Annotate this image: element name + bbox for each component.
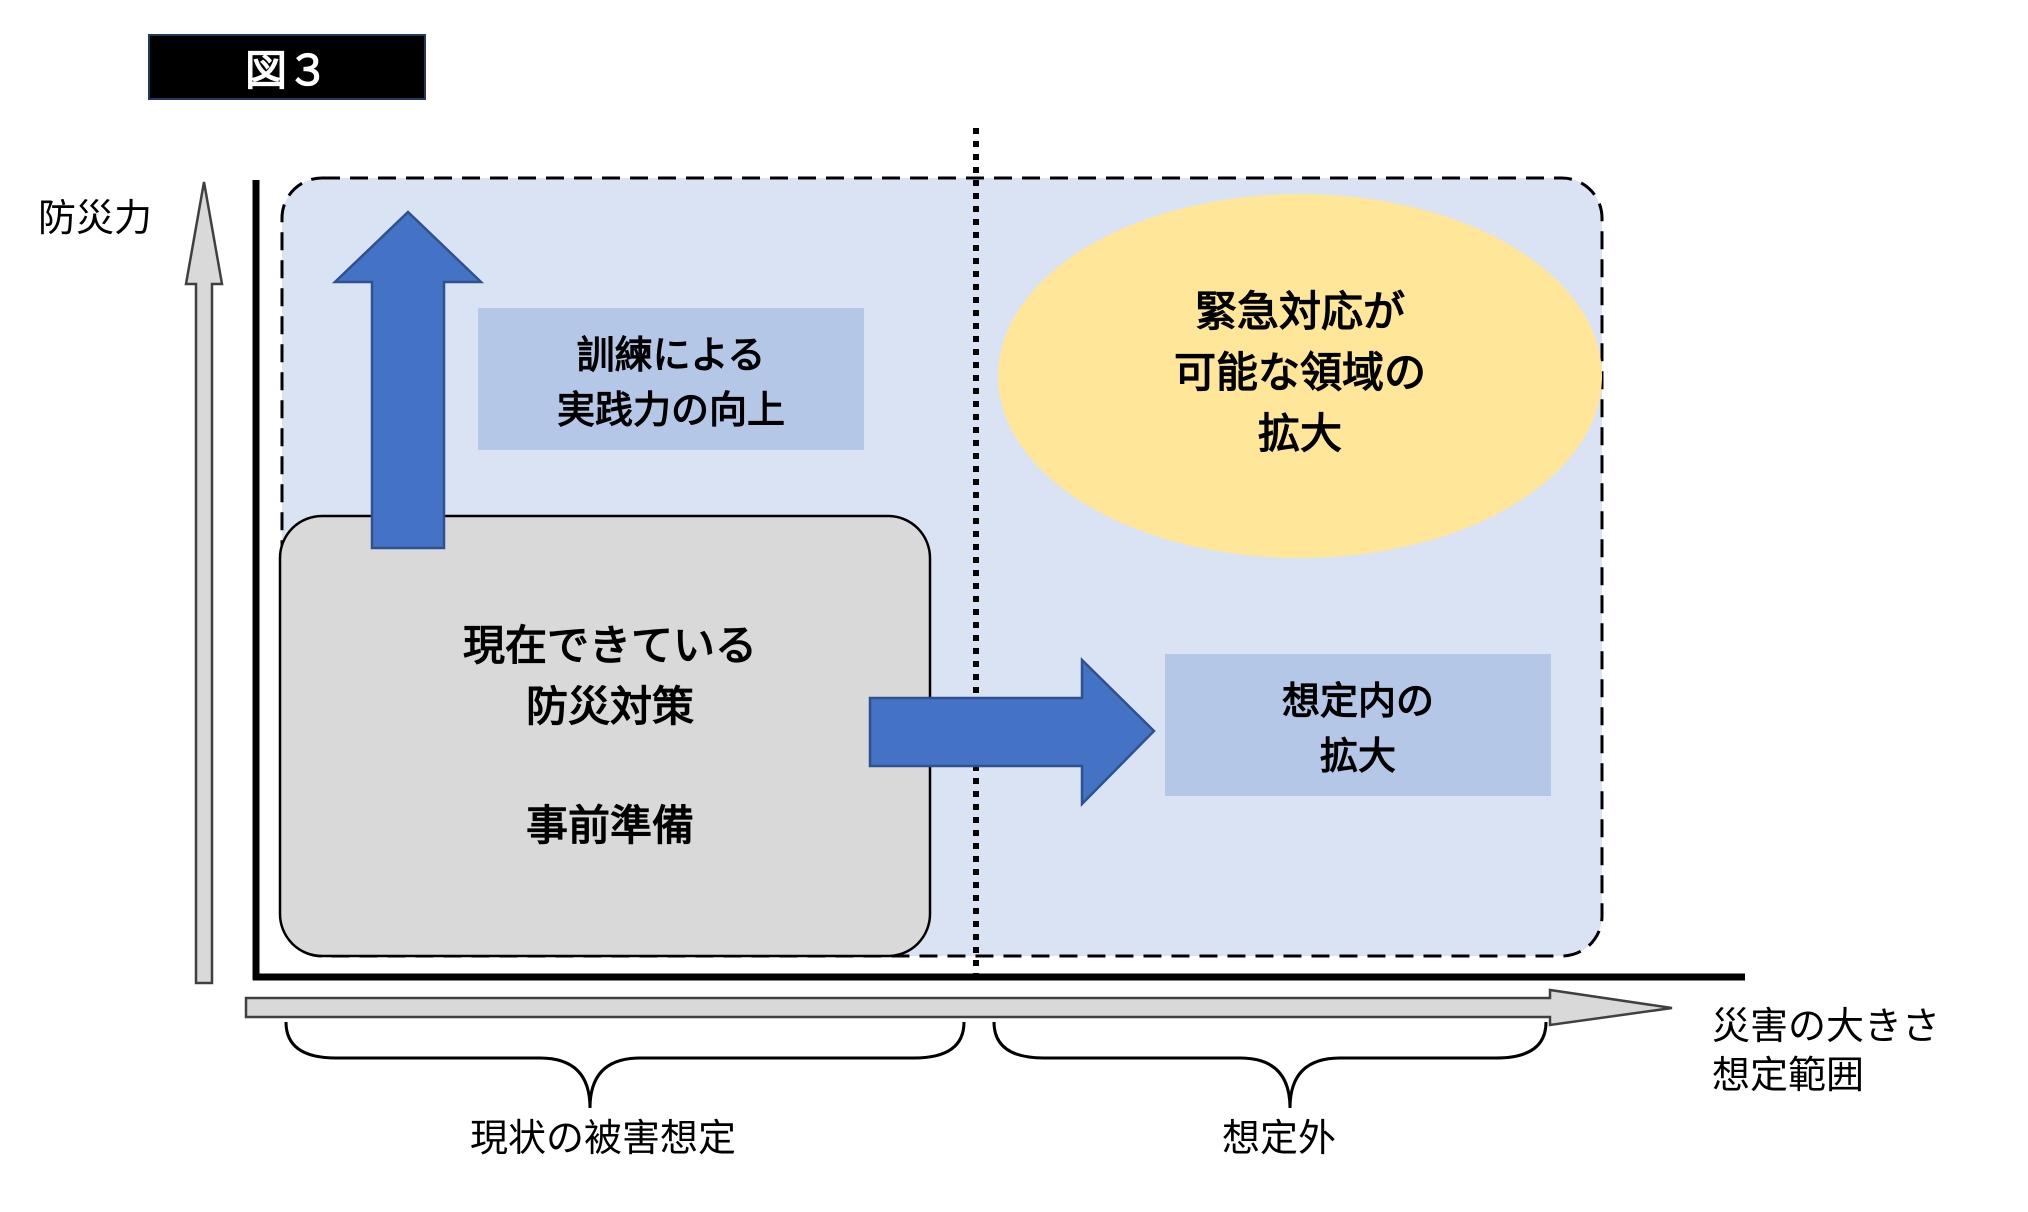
brace-label-current: 現状の被害想定 xyxy=(470,1116,737,1160)
x-axis-label-line2: 想定範囲 xyxy=(1712,1053,1865,1098)
brace-current xyxy=(284,1021,966,1109)
x-axis-arrow xyxy=(244,988,1673,1027)
training-box xyxy=(478,308,864,450)
emergency-line1: 緊急対応が xyxy=(1194,287,1405,336)
brace-label-unexpected: 想定外 xyxy=(1222,1116,1337,1160)
emergency-ellipse xyxy=(998,194,1602,558)
emergency-line2: 可能な領域の xyxy=(1173,348,1426,397)
training-text: 訓練による 実践力の向上 xyxy=(478,308,864,450)
x-axis-label: 災害の大きさ 想定範囲 xyxy=(1712,1002,1940,1101)
current-measures-line2: 防災対策 xyxy=(525,682,694,731)
y-axis-arrow xyxy=(184,181,224,985)
right-arrow xyxy=(868,657,1156,808)
expansion-text: 想定内の 拡大 xyxy=(1165,654,1551,796)
up-arrow xyxy=(331,210,485,550)
training-line2: 実践力の向上 xyxy=(556,388,785,432)
training-line1: 訓練による xyxy=(576,333,766,377)
y-axis-label: 防災力 xyxy=(38,196,153,240)
expansion-line2: 拡大 xyxy=(1319,734,1396,778)
current-measures-text: 現在できている 防災対策 事前準備 xyxy=(330,612,890,853)
expansion-line1: 想定内の xyxy=(1281,679,1434,723)
brace-unexpected xyxy=(992,1021,1548,1109)
figure-label: 図３ xyxy=(148,34,426,100)
current-measures-line3: 事前準備 xyxy=(525,801,694,850)
expansion-box xyxy=(1165,654,1551,796)
x-axis-label-line1: 災害の大きさ xyxy=(1712,1004,1941,1048)
emergency-line3: 拡大 xyxy=(1257,409,1342,458)
emergency-text: 緊急対応が 可能な領域の 拡大 xyxy=(1000,278,1600,461)
current-measures-line1: 現在できている xyxy=(462,621,757,670)
